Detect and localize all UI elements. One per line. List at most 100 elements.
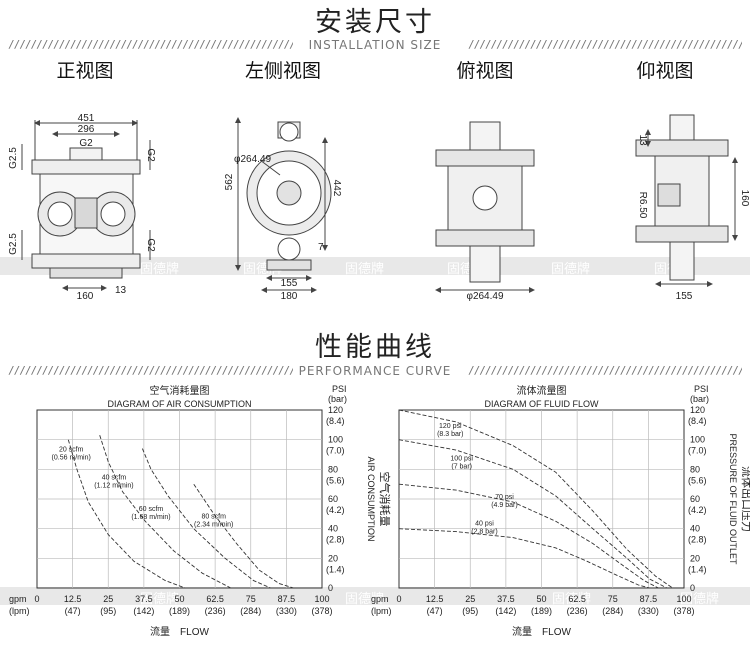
- y-tick-label-bar: (5.6): [688, 475, 707, 485]
- x-tick-label: 25: [103, 594, 113, 604]
- performance-title: 性能曲线: [315, 332, 435, 363]
- chart-title: DIAGRAM OF FLUID FLOW: [484, 399, 599, 409]
- series-line: [398, 528, 650, 589]
- x-tick-label-lpm: (47): [65, 606, 81, 616]
- series-label-sub: (2.34 m/min): [194, 521, 233, 528]
- view-label-left: 左侧视图: [244, 60, 321, 82]
- dim-top-phi: φ264.49: [466, 291, 504, 302]
- x-tick-label-lpm: (189): [531, 606, 552, 616]
- series-label: 20 scfm: [59, 447, 84, 454]
- y-tick-label: 100: [690, 435, 705, 445]
- y-tick-label: 20: [328, 553, 338, 563]
- y-tick-label: 40: [328, 524, 338, 534]
- watermark-band: [0, 257, 750, 275]
- y-tick-label: 120: [690, 405, 705, 415]
- series-label: 40 scfm: [102, 475, 127, 482]
- performance-subtitle: PERFORMANCE CURVE: [298, 364, 452, 378]
- x-tick-label: 87.5: [278, 594, 296, 604]
- band-slashes-left: ////////////////////////////////////////…: [8, 38, 293, 51]
- chart-title: DIAGRAM OF AIR CONSUMPTION: [107, 399, 251, 409]
- installation-title: 安装尺寸: [315, 7, 435, 38]
- x-tick-label: 12.5: [426, 594, 444, 604]
- band-slashes-left: ////////////////////////////////////////…: [8, 364, 293, 377]
- dim-bottom-160: 160: [739, 190, 750, 207]
- x-unit-lpm: (lpm): [371, 606, 392, 616]
- series-line: [99, 435, 232, 589]
- y-tick-label-bar: (1.4): [688, 564, 707, 574]
- x-tick-label-lpm: (142): [133, 606, 154, 616]
- dim-left-155: 155: [281, 278, 298, 289]
- y-tick-label-bar: (2.8): [688, 535, 707, 545]
- series-label: 80 scfm: [201, 513, 226, 520]
- x-tick-label-lpm: (330): [638, 606, 659, 616]
- x-tick-label: 50: [174, 594, 184, 604]
- x-tick-label-lpm: (378): [311, 606, 332, 616]
- right-axis-title-en: PRESSURE OF FLUID OUTLET: [728, 433, 738, 565]
- performance-band: ////////////////////////////////////////…: [8, 364, 742, 378]
- y-tick-label: 100: [328, 435, 343, 445]
- x-tick-label: 25: [465, 594, 475, 604]
- dim-left-phi: φ264.49: [234, 154, 272, 165]
- y-tick-label: 120: [328, 405, 343, 415]
- x-tick-label: 87.5: [640, 594, 658, 604]
- x-tick-label: 37.5: [135, 594, 153, 604]
- x-tick-label: 100: [676, 594, 691, 604]
- y-tick-label-bar: (8.4): [688, 416, 707, 426]
- installation-drawings: 451 296 G2 G2.5 G2 G2.5 G2 160 13 φ264.4…: [8, 113, 750, 302]
- x-tick-label-lpm: (95): [462, 606, 478, 616]
- band-slashes-right: ////////////////////////////////////////…: [468, 364, 742, 377]
- dim-left-562: 562: [224, 173, 235, 190]
- x-axis-label: 流量 FLOW: [512, 625, 571, 638]
- watermark-text: 固德牌: [345, 592, 385, 607]
- y-tick-label: 60: [328, 494, 338, 504]
- dim-front-13: 13: [115, 285, 127, 296]
- installation-band: ////////////////////////////////////////…: [8, 38, 742, 52]
- x-tick-label: 100: [314, 594, 329, 604]
- series-label-sub: (4.9 bar): [491, 502, 517, 509]
- series-label: 120 psi: [439, 423, 462, 430]
- dim-front-296: 296: [78, 124, 95, 135]
- y-tick-label-bar: (2.8): [326, 535, 345, 545]
- series-label: 40 psi: [475, 521, 494, 528]
- performance-charts: 空气消耗量图 DIAGRAM OF AIR CONSUMPTION 0 12.5 25 3…: [9, 384, 750, 638]
- watermark-text: 固德牌: [680, 592, 720, 607]
- x-unit-gpm: gpm: [9, 594, 27, 604]
- x-tick-label: 75: [246, 594, 256, 604]
- x-unit-lpm: (lpm): [9, 606, 30, 616]
- top-view-drawing: [435, 121, 535, 293]
- y-tick-label: 0: [328, 583, 333, 593]
- y-tick-label-bar: (7.0): [688, 446, 707, 456]
- series-label: 60 scfm: [139, 506, 164, 513]
- x-tick-label: 62.5: [568, 594, 586, 604]
- chart-title-cn: 空气消耗量图: [150, 384, 210, 397]
- series-line: [141, 448, 271, 589]
- dim-front-g2-right-bot: G2: [145, 238, 156, 252]
- x-tick-label: 50: [536, 594, 546, 604]
- y-tick-label-bar: (7.0): [326, 446, 345, 456]
- x-unit-gpm: gpm: [371, 594, 389, 604]
- x-axis-label: 流量 FLOW: [150, 625, 209, 638]
- series-label-sub: (8.3 bar): [437, 431, 463, 438]
- series-label-sub: (2.8 bar): [471, 529, 497, 536]
- series-label-sub: (1.12 m/min): [94, 483, 133, 490]
- series-line: [398, 439, 668, 589]
- front-view-drawing: [21, 120, 151, 291]
- x-tick-label: 75: [608, 594, 618, 604]
- y-tick-label: 60: [690, 494, 700, 504]
- y-tick-label-bar: (4.2): [326, 505, 345, 515]
- x-tick-label-lpm: (236): [567, 606, 588, 616]
- series-label: 70 psi: [495, 494, 514, 501]
- x-tick-label: 0: [34, 594, 39, 604]
- x-tick-label-lpm: (284): [240, 606, 261, 616]
- x-tick-label-lpm: (189): [169, 606, 190, 616]
- x-tick-label-lpm: (95): [100, 606, 116, 616]
- dim-front-451: 451: [78, 113, 95, 124]
- dim-left-180: 180: [281, 291, 298, 302]
- dim-front-g25-bot: G2.5: [8, 233, 19, 255]
- y-tick-label: 80: [328, 464, 338, 474]
- installation-subtitle: INSTALLATION SIZE: [308, 38, 442, 52]
- bottom-view-drawing: [635, 114, 738, 287]
- dim-left-442: 442: [331, 180, 342, 197]
- band-slashes-right: ////////////////////////////////////////…: [468, 38, 742, 51]
- series-line: [193, 483, 294, 589]
